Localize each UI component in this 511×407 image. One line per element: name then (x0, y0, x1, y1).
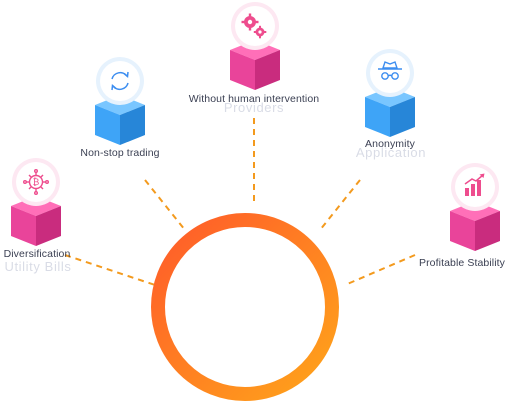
growth-chart-icon (464, 173, 485, 196)
feature-label: Without human intervention (188, 93, 320, 105)
pink-cube-pedestal: ₿ (11, 158, 61, 246)
central-ring (151, 213, 339, 401)
feature-label: Non-stop trading (80, 147, 160, 159)
pink-cube-pedestal (230, 2, 280, 90)
ghost-label: Providers (223, 100, 285, 115)
ghost-label: Application (355, 145, 427, 160)
connector-profitable-stability (344, 254, 416, 286)
incognito-icon (378, 61, 402, 80)
ghost-label: Utility Bills (4, 259, 72, 274)
refresh-cycle-icon (111, 71, 129, 91)
svg-text:₿: ₿ (33, 177, 40, 187)
blue-cube-pedestal (365, 49, 415, 137)
gears-icon (241, 13, 267, 39)
connector-non-stop-trading (144, 179, 186, 231)
feature-label: Profitable Stability (418, 257, 506, 269)
bitcoin-network-icon: ₿ (23, 168, 50, 196)
feature-label: Diversification (3, 248, 71, 260)
connector-anonymity (319, 179, 361, 231)
blue-cube-pedestal (95, 57, 145, 145)
pink-cube-pedestal (450, 163, 500, 251)
connector-diversification (64, 254, 156, 286)
feature-label: Anonymity (365, 138, 415, 150)
